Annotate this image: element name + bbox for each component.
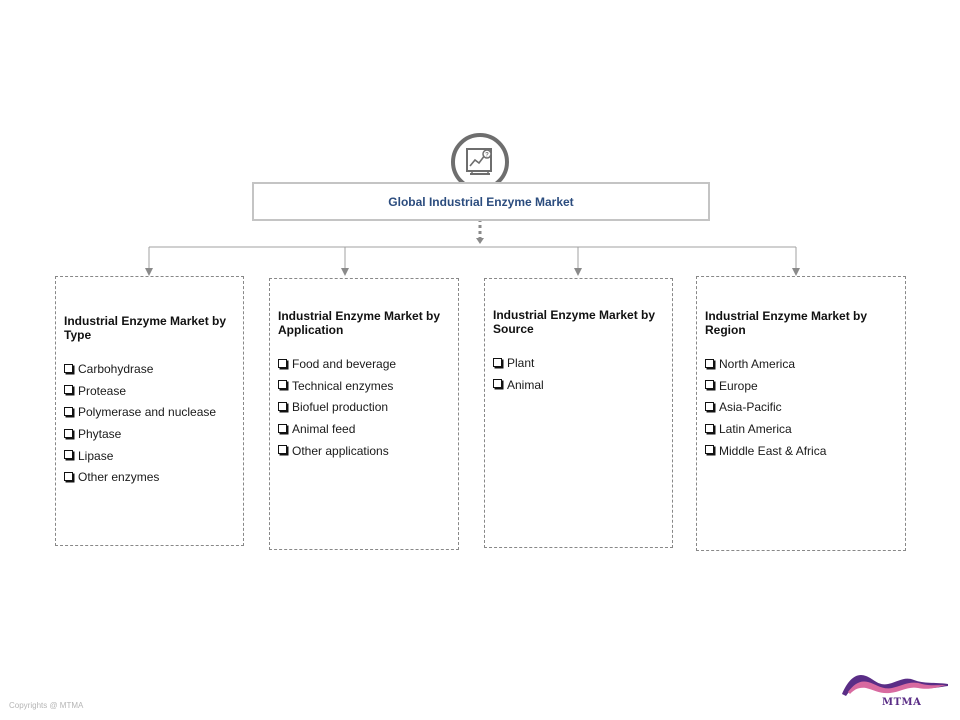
checkbox-icon [705, 445, 714, 455]
category-box-source: Industrial Enzyme Market by Source Plant… [484, 278, 673, 548]
svg-text:?: ? [485, 153, 489, 159]
checkbox-icon [278, 445, 287, 455]
list-item: Polymerase and nuclease [64, 405, 235, 419]
root-node: Global Industrial Enzyme Market [252, 182, 710, 221]
category-items: Food and beverage Technical enzymes Biof… [278, 357, 450, 458]
checkbox-icon [705, 423, 714, 433]
checkbox-icon [705, 380, 714, 390]
category-items: Carbohydrase Protease Polymerase and nuc… [64, 362, 235, 484]
checkbox-icon [64, 428, 73, 438]
category-title: Industrial Enzyme Market by Type [64, 314, 227, 342]
list-item: Middle East & Africa [705, 444, 897, 458]
checkbox-icon [705, 358, 714, 368]
checkbox-icon [278, 358, 287, 368]
list-item: Animal feed [278, 422, 450, 436]
list-item: Animal [493, 378, 664, 392]
list-item: Lipase [64, 449, 235, 463]
category-items: Plant Animal [493, 356, 664, 392]
list-item: Asia-Pacific [705, 400, 897, 414]
checkbox-icon [705, 401, 714, 411]
copyright-text: Copyrights @ MTMA [9, 701, 84, 710]
list-item: Other applications [278, 444, 450, 458]
checkbox-icon [493, 357, 502, 367]
checkbox-icon [64, 363, 73, 373]
list-item: Biofuel production [278, 400, 450, 414]
checkbox-icon [64, 471, 73, 481]
checkbox-icon [64, 450, 73, 460]
category-title: Industrial Enzyme Market by Application [278, 309, 441, 337]
list-item: Latin America [705, 422, 897, 436]
list-item: Europe [705, 379, 897, 393]
category-title: Industrial Enzyme Market by Region [705, 309, 868, 337]
list-item: Plant [493, 356, 664, 370]
list-item: Phytase [64, 427, 235, 441]
checkbox-icon [64, 385, 73, 395]
logo-text: MTMA [882, 697, 922, 708]
mtma-logo [842, 674, 948, 696]
list-item: Food and beverage [278, 357, 450, 371]
checkbox-icon [64, 406, 73, 416]
checkbox-icon [493, 379, 502, 389]
list-item: Technical enzymes [278, 379, 450, 393]
list-item: North America [705, 357, 897, 371]
checkbox-icon [278, 401, 287, 411]
category-title: Industrial Enzyme Market by Source [493, 308, 656, 336]
root-title: Global Industrial Enzyme Market [388, 194, 574, 209]
category-box-region: Industrial Enzyme Market by Region North… [696, 276, 906, 551]
category-box-type: Industrial Enzyme Market by Type Carbohy… [55, 276, 244, 546]
category-box-application: Industrial Enzyme Market by Application … [269, 278, 459, 550]
checkbox-icon [278, 380, 287, 390]
category-items: North America Europe Asia-Pacific Latin … [705, 357, 897, 458]
list-item: Other enzymes [64, 470, 235, 484]
list-item: Protease [64, 384, 235, 398]
list-item: Carbohydrase [64, 362, 235, 376]
checkbox-icon [278, 423, 287, 433]
